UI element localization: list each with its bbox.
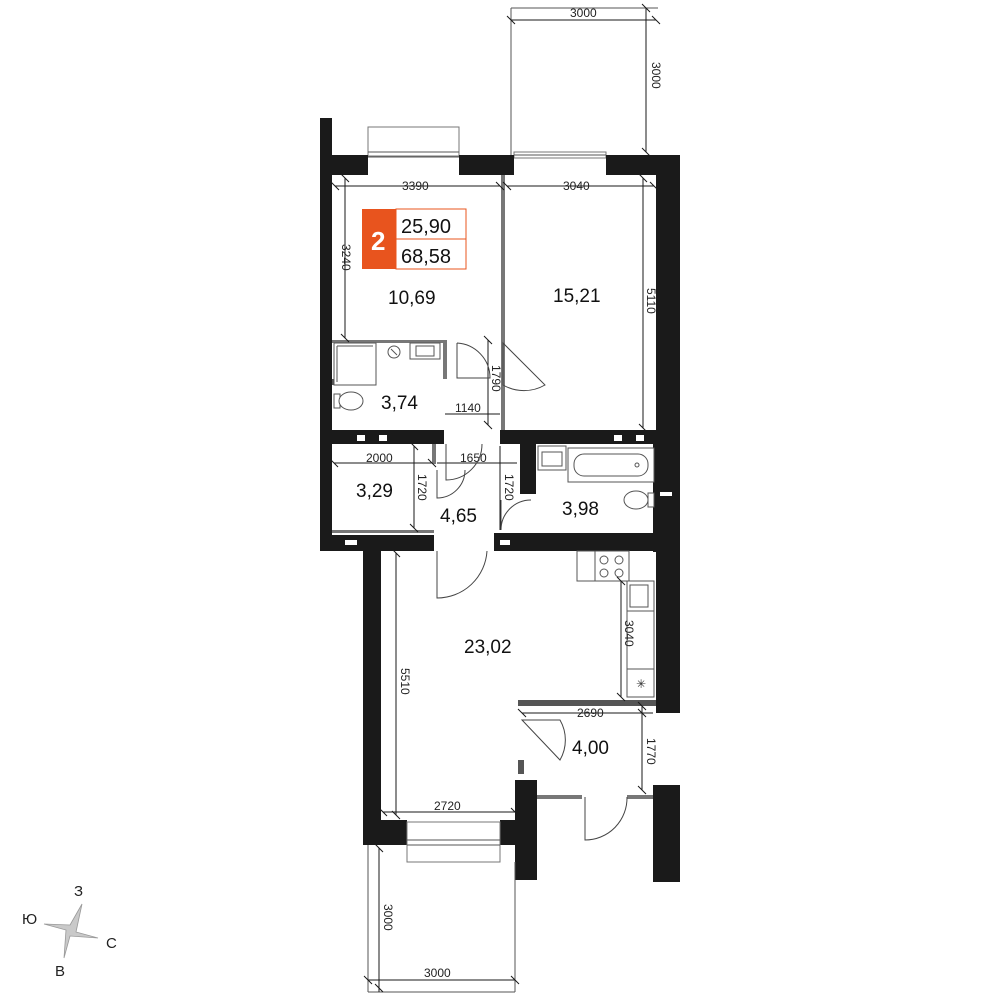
room-area-hall: 4,65 [440,506,477,527]
room-area-bathroom: 3,74 [381,393,418,414]
room-area-bedroom: 10,69 [388,288,436,309]
badge-total-area: 68,58 [401,246,451,268]
bedroom2-width-label: 3040 [563,179,590,193]
compass-east: С [106,935,117,952]
walls [320,118,680,882]
shower-icon [333,342,377,386]
bedroom-dimensions: 3390 3240 3040 5110 [330,173,659,433]
bath2-toilet-icon [623,490,649,510]
living-width-label: 2720 [434,799,461,813]
room-area-bath2: 3,98 [562,499,599,520]
compass-west: Ю [22,911,37,928]
room-area-storage: 3,29 [356,481,393,502]
loggia-exit-door-icon [584,796,628,841]
badge-rooms: 2 [371,226,385,256]
top-windows [367,126,607,159]
bathroom-fixtures [332,342,441,411]
balcony-bottom-height-label: 3000 [381,904,395,931]
badge-living-area: 25,90 [401,216,451,238]
bedroom2-door-icon [502,341,546,392]
bath-door-label: 1790 [489,365,503,392]
fridge-icon [626,668,655,698]
balcony-bottom-width-label: 3000 [424,966,451,980]
toilet-icon [338,391,364,411]
hall-height-label: 1720 [502,474,516,501]
stove-icon [594,550,630,582]
bath2-fixtures [537,445,655,510]
bedroom-width-label: 3390 [402,179,429,193]
bath2-door-icon [500,499,532,531]
apartment-badge: 2 25,90 68,58 [362,208,467,270]
room-area-loggia: 4,00 [572,738,609,759]
top-balcony: 3000 3000 [506,3,663,157]
svg-text:✳: ✳ [636,677,646,691]
hall-width-label: 1650 [460,451,487,465]
bedroom2-height-label: 5110 [644,288,658,314]
loggia-door-icon [520,719,566,761]
room-area-living: 23,02 [464,637,512,658]
living-height-label: 5510 [398,668,412,695]
bedroom-door-icon [456,342,491,379]
storage-door-icon [436,469,466,499]
storage-width-label: 2000 [366,451,393,465]
loggia-width-label: 2690 [577,706,604,720]
storage-height-label: 1720 [415,474,429,501]
living-door-icon [436,550,488,599]
compass-north-west: З [74,883,83,900]
room-area-bedroom2: 15,21 [553,286,601,307]
balcony-top-width-label: 3000 [570,6,597,20]
kitchen-length-label: 3040 [622,620,636,647]
kitchen-counter: ✳ 3040 [576,550,655,702]
balcony-top-height-label: 3000 [649,62,663,89]
hall-door-icon [445,443,483,481]
interior-dimensions: 1790 1140 2000 1650 1720 1720 5510 2690 … [329,335,658,820]
compass-star-icon [43,903,99,959]
compass-south: В [55,963,65,980]
loggia-height-label: 1770 [644,738,658,765]
bottom-balcony: 3000 3000 [363,821,520,993]
doors [436,341,628,841]
bath-width-label: 1140 [455,401,481,415]
compass: З Ю С В [22,883,117,980]
badge-rooms-box [362,209,396,269]
bedroom-height-label: 3240 [339,244,353,271]
